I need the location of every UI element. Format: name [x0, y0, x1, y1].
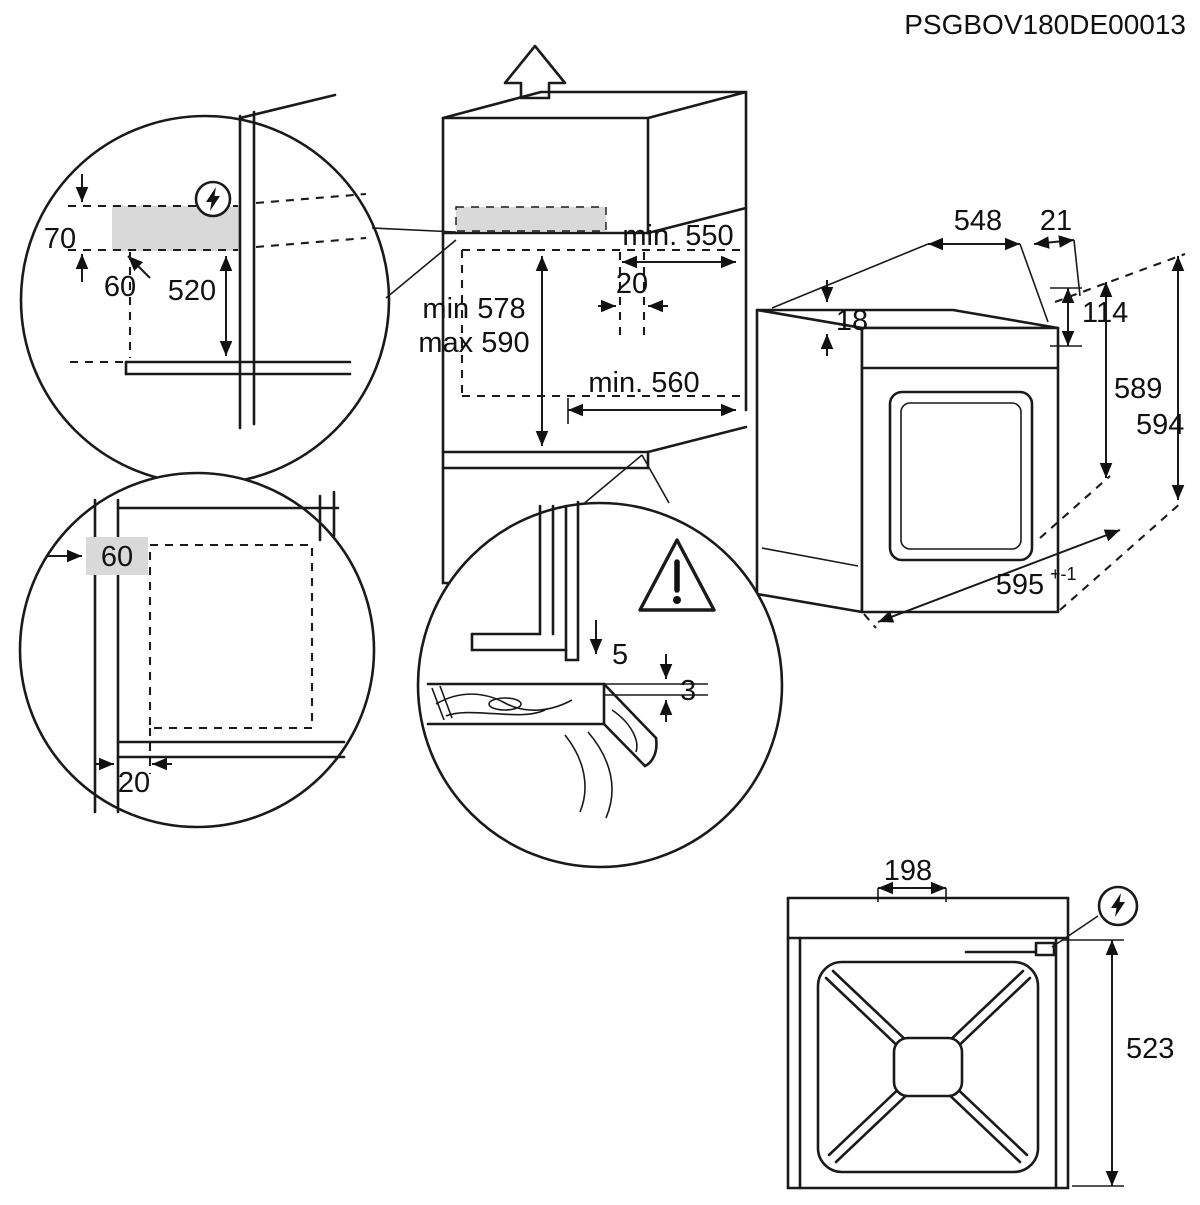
dim-548-label: 548 — [954, 205, 1002, 237]
dim-595-tolerance-label: +-1 — [1050, 564, 1077, 584]
dim-70-label: 70 — [44, 223, 76, 255]
dim-523-label: 523 — [1126, 1033, 1174, 1065]
dim-20-side-label: 20 — [118, 767, 150, 799]
up-arrow-icon — [503, 44, 567, 100]
document-code: PSGBOV180DE00013 — [904, 9, 1186, 40]
dim-594-label: 594 — [1136, 409, 1184, 441]
oven-top-view: 198 523 — [786, 855, 1174, 1190]
electrical-symbol-icon — [1097, 885, 1139, 927]
detail-circle-rear-gap: 5 3 — [416, 500, 784, 869]
dim-3-label: 3 — [680, 675, 696, 707]
electrical-connection-box — [1034, 941, 1056, 957]
dim-60-side-label: 60 — [101, 541, 133, 573]
top-view-inner-frame — [816, 960, 1040, 1174]
electrical-symbol-icon — [194, 180, 232, 218]
detail-circle-electrical-recess: 70 60 520 — [19, 93, 457, 486]
detail-circle-side-gap: 60 20 — [18, 471, 376, 829]
dim-21-label: 21 — [1040, 205, 1072, 237]
oven-isometric-view: 548 21 18 114 589 594 595 +-1 — [755, 205, 1186, 629]
side-gap-60-block — [86, 537, 148, 575]
dim-589-label: 589 — [1114, 373, 1162, 405]
dim-min578-label: min 578 — [422, 293, 525, 325]
cabinet-niche-view: min. 550 20 min 578 max 590 min. 560 — [418, 44, 748, 585]
dim-595-label: 595 — [996, 569, 1044, 601]
dim-18-label: 18 — [836, 305, 868, 337]
dim-20-label: 20 — [616, 268, 648, 300]
dim-198-label: 198 — [884, 855, 932, 887]
dim-60-label: 60 — [104, 271, 136, 303]
top-view-center-hub — [892, 1036, 964, 1098]
dim-max590-label: max 590 — [418, 327, 529, 359]
dim-5-label: 5 — [612, 639, 628, 671]
dim-520-label: 520 — [168, 275, 216, 307]
oven-dashed-outline — [148, 543, 314, 730]
warning-triangle-icon — [638, 538, 716, 612]
dim-min550-label: min. 550 — [622, 220, 733, 252]
niche-recess-strip — [456, 207, 606, 231]
dim-min560-label: min. 560 — [588, 367, 699, 399]
